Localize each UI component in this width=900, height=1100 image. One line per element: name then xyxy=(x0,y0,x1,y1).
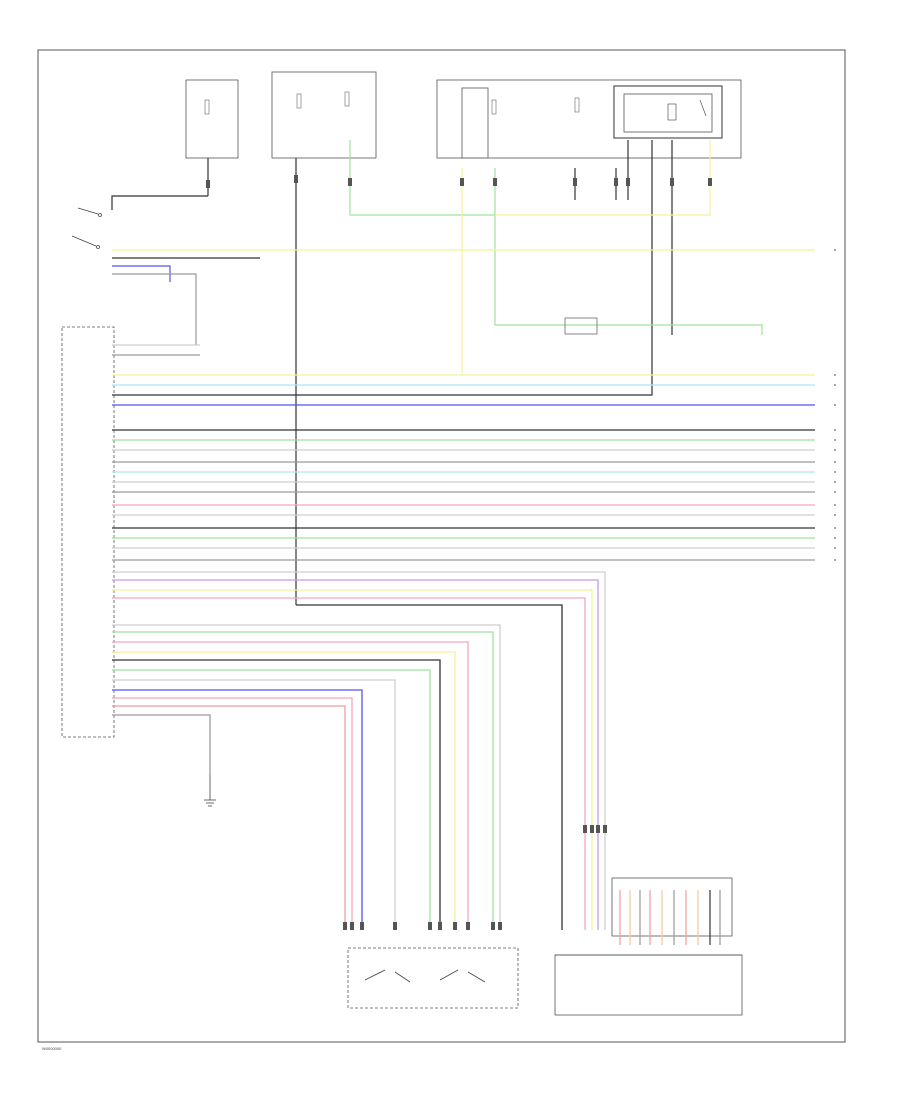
upper-horizontal-wires xyxy=(112,249,815,345)
fuse-icon xyxy=(204,91,580,115)
diagram-frame xyxy=(37,49,846,1043)
footer-code: W0000000 xyxy=(42,1046,62,1051)
fuse-box-right-a xyxy=(461,87,489,159)
switch-icon xyxy=(71,207,102,249)
connector-block-right xyxy=(611,877,733,937)
relay-icon xyxy=(667,99,707,121)
right-terminal-markers xyxy=(834,249,836,561)
junction-block-right xyxy=(436,79,742,159)
connector-icon xyxy=(206,175,712,930)
main-harness-wires xyxy=(112,344,815,561)
relay-box-right xyxy=(613,85,723,139)
fuse-box-mid xyxy=(564,317,598,335)
position-switch-box xyxy=(347,947,519,1009)
top-components xyxy=(185,71,742,159)
bottom-center-route-wires xyxy=(112,624,501,930)
relay-inner xyxy=(623,93,713,133)
bottom-right-route-wires xyxy=(112,571,606,930)
connector-block-pins xyxy=(619,890,721,945)
combination-meter-box xyxy=(554,954,743,1016)
switch-icon xyxy=(364,969,486,983)
relay-box-center xyxy=(271,71,377,159)
top-drop-wires xyxy=(111,140,711,605)
ecu-left-box xyxy=(61,326,115,738)
ground-icon xyxy=(204,775,216,807)
fuse-box-left xyxy=(185,79,239,159)
